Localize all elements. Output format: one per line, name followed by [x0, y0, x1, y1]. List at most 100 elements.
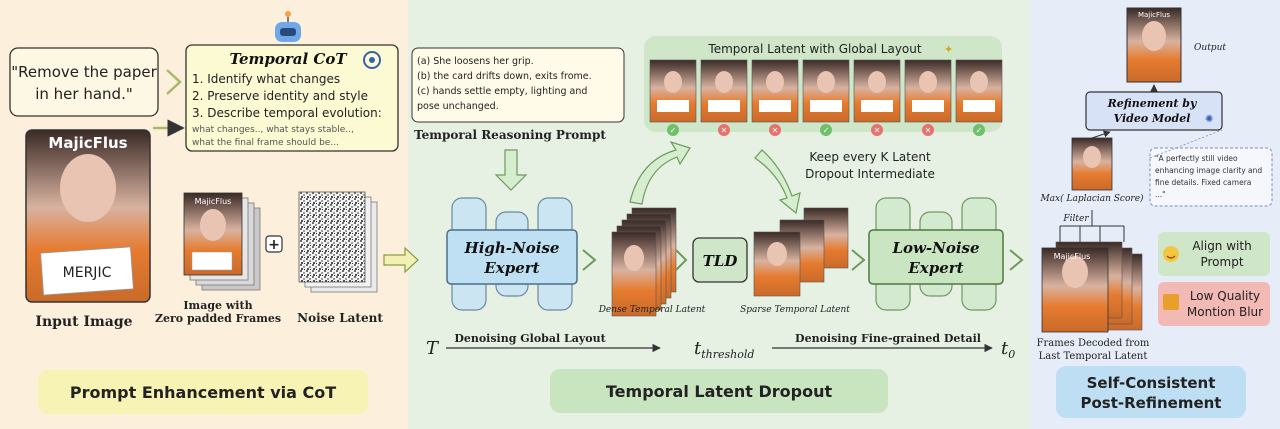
latent-frame-card [657, 100, 689, 112]
check-icon [667, 124, 679, 136]
max-score-frame [1071, 137, 1113, 191]
caption-line-3: fine details. Fixed camera [1155, 178, 1251, 187]
max-score-label: Max( Laplacian Score) [1039, 193, 1144, 204]
reasoning-line-1: (a) She loosens her grip. [417, 56, 534, 67]
cot-step-3: 3. Describe temporal evolution: [192, 106, 382, 120]
low-noise-expert: Low-Noise Expert [868, 197, 1004, 311]
warning-icon [1163, 294, 1179, 310]
t-end-subscript: 0 [1008, 348, 1015, 361]
align-line-1: Align with [1192, 239, 1251, 253]
filter-label: Filter [1062, 214, 1089, 224]
latent-frame-card [963, 100, 995, 112]
cross-icon [718, 124, 730, 136]
t-threshold: tthreshold [694, 338, 754, 361]
tld-box [692, 237, 748, 283]
sparse-label: Sparse Temporal Latent [740, 305, 850, 315]
keep-line-1: Keep every K Latent [809, 150, 931, 164]
caption-line-4: ..." [1155, 190, 1166, 199]
latent-frame-face [817, 71, 835, 93]
latent-frame-face [970, 71, 988, 93]
decoded-frames: MajicFlus [1041, 241, 1143, 333]
chevron-arrow-icon [1009, 249, 1024, 271]
latent-frame-card [912, 100, 944, 112]
latent-frame-card [708, 100, 740, 112]
zero-padded-frames: MajicFlus [183, 192, 261, 291]
output-image: MajicFlus [1126, 7, 1182, 83]
low-noise-label-2: Expert [907, 259, 963, 277]
tld-box-label: TLD [703, 252, 738, 270]
cross-mark-glyph: ✕ [772, 126, 779, 135]
check-icon [820, 124, 832, 136]
cot-section-title-box [38, 370, 368, 414]
denoise-global-label: Denoising Global Layout [454, 332, 606, 345]
refine-title-1: Self-Consistent [1087, 374, 1216, 392]
t-end: t0 [1001, 338, 1015, 361]
watermark-text: MajicFlus [48, 134, 127, 152]
refine-title-2: Post-Refinement [1081, 394, 1222, 412]
latent-frame-card [861, 100, 893, 112]
temporal-cot-box [185, 44, 399, 152]
tld-section-title: Temporal Latent Dropout [606, 382, 833, 401]
cot-step-1: 1. Identify what changes [192, 72, 340, 86]
cross-icon [922, 124, 934, 136]
align-line-2: Prompt [1200, 255, 1243, 269]
latent-frame-card [759, 100, 791, 112]
down-arrow-icon [494, 149, 528, 191]
caption-line-2: enhancing image clarity and [1155, 166, 1262, 175]
align-prompt-box [1158, 232, 1270, 276]
plus-icon [265, 235, 283, 253]
refine-section-title-box [1056, 366, 1246, 418]
flow-arrow-icon [383, 246, 419, 274]
check-mark-glyph: ✓ [823, 126, 830, 135]
refinement-box [1085, 91, 1223, 131]
frames-label-1: Image with [183, 299, 252, 312]
watermark-text: MajicFlus [1054, 252, 1091, 261]
refinement-line-2: Video Model [1114, 112, 1191, 125]
cross-mark-glyph: ✕ [874, 126, 881, 135]
check-mark-glyph: ✓ [670, 126, 677, 135]
latent-frame-face [766, 71, 784, 93]
reasoning-line-2: (b) the card drifts down, exits frome. [417, 71, 592, 82]
frames-caption-2: Last Temporal Latent [1039, 351, 1148, 362]
sparse-temporal-latent [753, 207, 849, 297]
plus-symbol: + [268, 237, 280, 253]
high-noise-label-1: High-Noise [464, 239, 560, 257]
denoise-fine-label: Denoising Fine-grained Detail [795, 332, 981, 345]
reasoning-line-4: pose unchanged. [417, 101, 499, 112]
high-noise-label-2: Expert [483, 259, 539, 277]
low-noise-label-1: Low-Noise [891, 239, 979, 257]
input-image-label: Input Image [35, 314, 132, 330]
watermark-text: MajicFlus [195, 197, 232, 206]
global-layout-frames: ✓✕✕✓✕✕✓ [649, 59, 1003, 136]
robot-icon [275, 11, 301, 42]
t-threshold-subscript: threshold [701, 348, 754, 361]
curved-down-arrow-icon [754, 149, 801, 215]
video-model-icon: ✺ [1205, 114, 1213, 125]
t-start: T [426, 338, 440, 359]
latent-frame-face [919, 71, 937, 93]
reasoning-prompt-label: Temporal Reasoning Prompt [414, 128, 606, 142]
lowq-line-2: Montion Blur [1187, 305, 1263, 319]
cot-sub-2: what the final frame should be... [192, 138, 339, 148]
latent-frame-face [715, 71, 733, 93]
frame-to-refine-arrow [1091, 130, 1111, 139]
dense-temporal-latent [611, 207, 677, 317]
latent-frame-card [810, 100, 842, 112]
sign-text: MERJIC [63, 265, 112, 281]
check-icon [973, 124, 985, 136]
filter-tree [1059, 210, 1125, 242]
frames-caption-1: Frames Decoded from [1037, 338, 1150, 349]
cross-icon [769, 124, 781, 136]
lightbulb-icon: ✦ [944, 43, 953, 56]
input-image: MERJIC MajicFlus [25, 129, 151, 303]
cot-sub-1: what changes.., what stays stable.., [192, 125, 354, 135]
user-prompt-box [9, 47, 159, 117]
tld-section-title-box [550, 369, 888, 413]
openai-logo-icon [363, 51, 381, 69]
cross-icon [871, 124, 883, 136]
reasoning-line-3: (c) hands settle empty, lighting and [417, 86, 587, 97]
noise-latent [298, 191, 378, 293]
temporal-cot-title: Temporal CoT [230, 50, 349, 68]
caption-line-1: "A perfectly still video [1155, 154, 1238, 163]
